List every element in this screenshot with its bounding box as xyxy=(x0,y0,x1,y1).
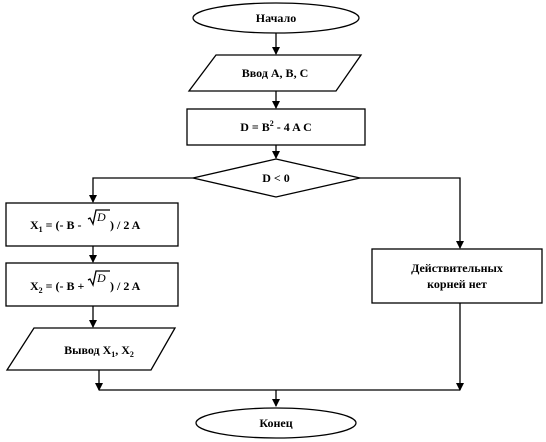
x1-sqrt-arg: D xyxy=(96,210,106,224)
condition-decision: D < 0 xyxy=(192,158,361,198)
x1-sqrt-sign xyxy=(87,209,110,226)
discriminant-block: D = B2 - 4 A C xyxy=(186,108,366,146)
x1-block: X1 = (- B - D ) / 2 A xyxy=(5,202,179,247)
end-label: Конец xyxy=(259,416,292,430)
output-label: Вывод X1, X2 xyxy=(64,343,134,359)
x1-formula: X1 = (- B - xyxy=(30,218,82,234)
condition-label: D < 0 xyxy=(262,171,290,185)
x2-formula: X2 = (- B + xyxy=(30,279,85,295)
x2-block: X2 = (- B + D ) / 2 A xyxy=(5,262,179,307)
start-label: Начало xyxy=(256,11,296,25)
end-terminator: Конец xyxy=(195,407,357,439)
discriminant-formula: D = B2 - 4 A C xyxy=(240,119,312,134)
x2-formula-tail: ) / 2 A xyxy=(110,279,141,293)
edge-condition-yes xyxy=(89,177,193,203)
no-roots-line2: корней нет xyxy=(427,277,487,291)
connectors xyxy=(89,33,464,407)
no-roots-block: Действительных корней нет xyxy=(371,248,543,304)
input-label: Ввод A, B, C xyxy=(242,66,308,80)
x2-sqrt-arg: D xyxy=(96,271,106,285)
input-block: Ввод A, B, C xyxy=(187,54,363,92)
output-block: Вывод X1, X2 xyxy=(5,327,177,371)
x1-formula-tail: ) / 2 A xyxy=(110,218,141,232)
x2-sqrt-sign xyxy=(87,270,110,287)
edge-condition-no xyxy=(360,177,464,249)
start-terminator: Начало xyxy=(192,2,360,34)
no-roots-line1: Действительных xyxy=(411,261,503,275)
